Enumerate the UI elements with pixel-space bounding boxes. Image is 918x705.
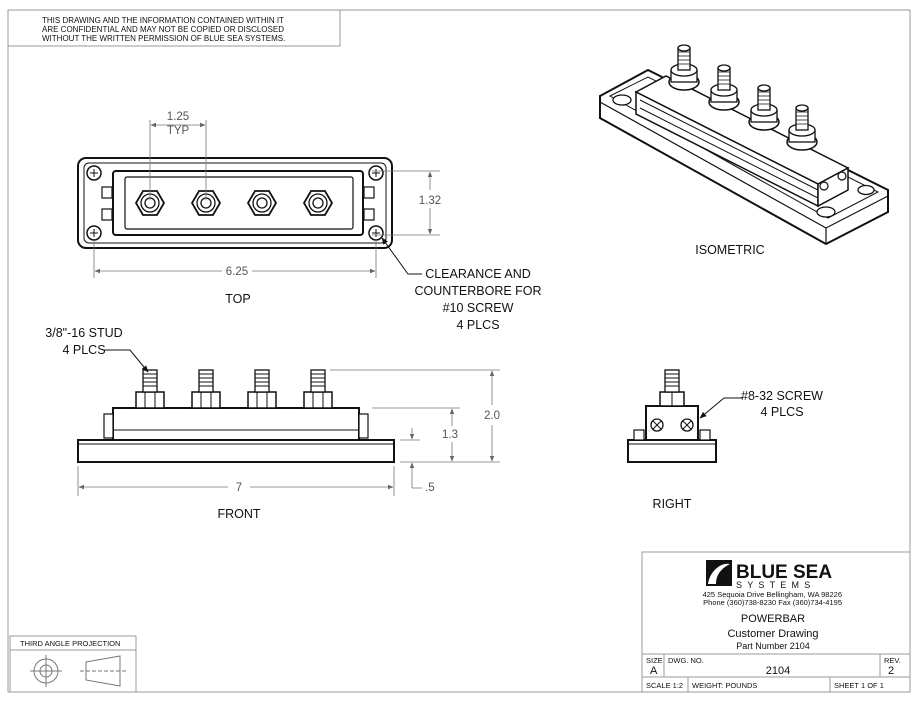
- callout-stud-2: 4 PLCS: [62, 343, 105, 357]
- scale-label: SCALE 1:2: [646, 681, 683, 690]
- size-label: SIZE: [646, 656, 663, 665]
- weight-label: WEIGHT: POUNDS: [692, 681, 757, 690]
- dimension-height-block: [372, 407, 460, 462]
- projection-circle-icon: [30, 655, 62, 687]
- dimension-width-top: [372, 170, 440, 236]
- dwg-no-value: 2104: [766, 665, 790, 677]
- view-label-right: RIGHT: [653, 497, 692, 511]
- notice-line-1: THIS DRAWING AND THE INFORMATION CONTAIN…: [42, 16, 284, 25]
- isometric-view: [599, 44, 889, 246]
- blue-sea-logo: BLUE SEA SYSTEMS: [706, 560, 832, 590]
- callout-screw-2: 4 PLCS: [760, 405, 803, 419]
- view-label-isometric: ISOMETRIC: [695, 243, 764, 257]
- iso-stud: [668, 44, 700, 91]
- callout-clearance-3: #10 SCREW: [443, 301, 514, 315]
- dim-width-top: 1.32: [419, 195, 441, 207]
- callout-screw-1: #8-32 SCREW: [741, 389, 823, 403]
- iso-stud: [748, 84, 780, 131]
- notice-line-2: ARE CONFIDENTIAL AND MAY NOT BE COPIED O…: [42, 25, 284, 34]
- sheet-border: [7, 9, 911, 693]
- right-view: [627, 369, 717, 463]
- counterbore-hole: [86, 225, 102, 241]
- dim-pitch-typ: TYP: [167, 125, 190, 137]
- counterbore-hole: [368, 165, 384, 181]
- size-value: A: [650, 665, 658, 677]
- notice-line-3: WITHOUT THE WRITTEN PERMISSION OF BLUE S…: [42, 34, 285, 43]
- dwg-no-label: DWG. NO.: [668, 656, 704, 665]
- projection-label: THIRD ANGLE PROJECTION: [20, 639, 120, 648]
- logo-word-systems: SYSTEMS: [736, 580, 815, 590]
- view-label-front: FRONT: [217, 507, 260, 521]
- sheet-label: SHEET 1 OF 1: [834, 681, 884, 690]
- callout-clearance-2: COUNTERBORE FOR: [414, 284, 541, 298]
- part-number: Part Number 2104: [736, 641, 810, 651]
- stud-nut: [246, 190, 278, 216]
- rev-value: 2: [888, 665, 894, 677]
- front-stud: [247, 369, 277, 409]
- address-line-1: 425 Sequoia Drive Bellingham, WA 98226: [703, 590, 842, 599]
- front-stud: [135, 369, 165, 409]
- front-stud: [191, 369, 221, 409]
- iso-stud: [708, 64, 740, 111]
- logo-word-blue-sea: BLUE SEA: [736, 562, 832, 583]
- address-line-2: Phone (360)738-8230 Fax (360)734-4195: [703, 598, 842, 607]
- view-label-top: TOP: [225, 292, 250, 306]
- dimension-length-top: [93, 240, 377, 278]
- title-block: BLUE SEA SYSTEMS 425 Sequoia Drive Belli…: [641, 551, 911, 693]
- top-view: 1.25 TYP 1.32 6.25: [77, 111, 441, 278]
- dim-height-total: 2.0: [484, 410, 500, 422]
- callout-clearance-1: CLEARANCE AND: [425, 267, 531, 281]
- drawing-type: Customer Drawing: [727, 628, 818, 640]
- stud-nut: [302, 190, 334, 216]
- projection-cone-icon: [80, 655, 126, 687]
- stud-nut: [134, 190, 166, 216]
- dim-height-block: 1.3: [442, 429, 458, 441]
- projection-symbol-box: THIRD ANGLE PROJECTION: [9, 635, 137, 693]
- clearance-callout: CLEARANCE AND COUNTERBORE FOR #10 SCREW …: [414, 267, 541, 332]
- dim-base-thickness: .5: [425, 482, 435, 494]
- iso-stud: [786, 104, 818, 151]
- dimension-pitch: [149, 120, 207, 200]
- front-view: [77, 369, 395, 463]
- dim-length-front: 7: [236, 482, 242, 494]
- confidentiality-notice: THIS DRAWING AND THE INFORMATION CONTAIN…: [7, 9, 341, 47]
- dimension-length-front: [77, 466, 395, 496]
- rev-label: REV.: [884, 656, 901, 665]
- dim-length-top: 6.25: [226, 266, 248, 278]
- counterbore-hole: [368, 225, 384, 241]
- dimension-height-total: [330, 369, 500, 463]
- counterbore-hole: [86, 165, 102, 181]
- dimension-base-thickness: [400, 428, 422, 489]
- front-stud: [303, 369, 333, 409]
- callout-clearance-4: 4 PLCS: [456, 318, 499, 332]
- stud-nut: [190, 190, 222, 216]
- callout-stud-1: 3/8"-16 STUD: [45, 326, 122, 340]
- product-name: POWERBAR: [741, 613, 805, 625]
- dim-pitch: 1.25: [167, 111, 189, 123]
